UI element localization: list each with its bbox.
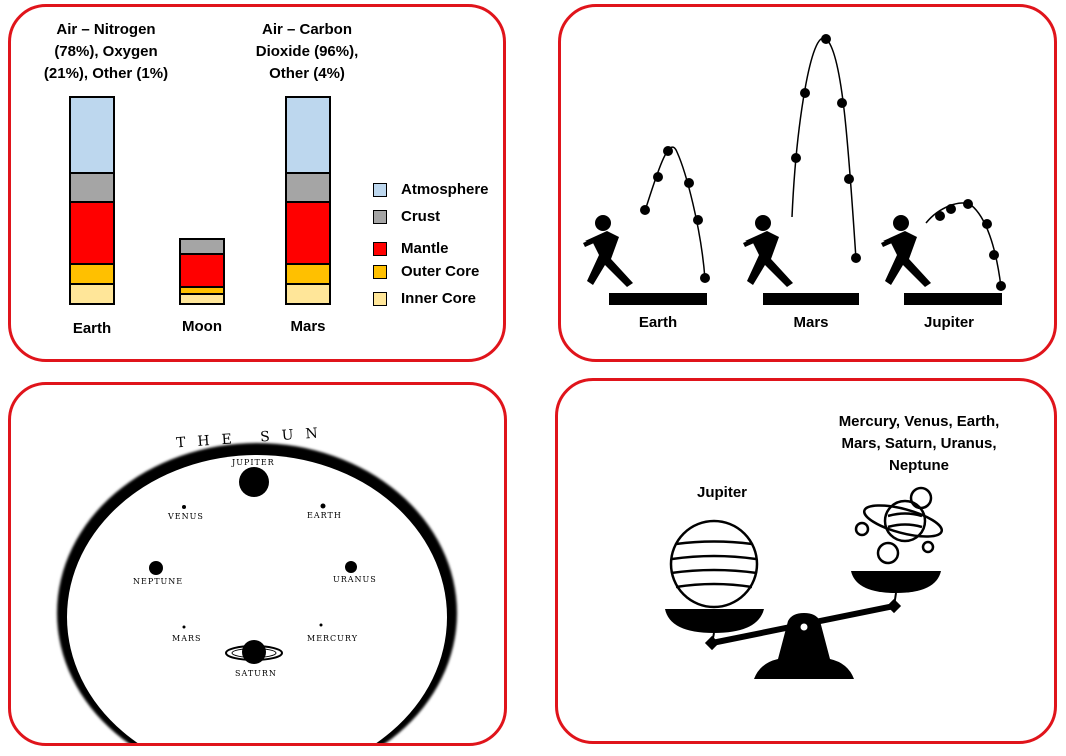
legend-label: Inner Core bbox=[401, 290, 477, 307]
thrower-icon bbox=[881, 215, 931, 287]
mars-layer-stack bbox=[285, 96, 331, 305]
legend-label: Mantle bbox=[401, 240, 449, 257]
legend-swatch bbox=[373, 182, 387, 197]
sun-planets-panel: THE SUN JUPITER VENUS EARTH NEPTUNE URAN… bbox=[8, 382, 507, 746]
mars-label: Mars bbox=[290, 318, 326, 335]
planet-label-neptune: NEPTUNE bbox=[133, 577, 184, 586]
jupiter-dot bbox=[239, 467, 269, 497]
jupiter-icon bbox=[669, 519, 759, 609]
legend-label: Outer Core bbox=[401, 263, 480, 280]
earth-air-caption: Air – Nitrogen (78%), Oxygen (21%), Othe… bbox=[43, 21, 169, 82]
saturn-icon bbox=[225, 640, 283, 664]
jupiter-label: Jupiter bbox=[696, 484, 747, 501]
planet-label-jupiter: JUPITER bbox=[232, 458, 275, 467]
mercury-dot bbox=[319, 623, 323, 627]
throw-illustration bbox=[583, 34, 1006, 305]
right-pan bbox=[851, 571, 941, 593]
trajectory-points bbox=[791, 34, 861, 263]
other-planets-label: Mercury, Venus, Earth, Mars, Saturn, Ura… bbox=[838, 413, 1000, 474]
planets-cluster-icon bbox=[854, 486, 944, 565]
neptune-dot bbox=[149, 561, 163, 575]
legend-swatch bbox=[373, 209, 387, 224]
legend-label: Atmosphere bbox=[401, 181, 489, 198]
mars-dot bbox=[182, 625, 186, 629]
moon-label: Moon bbox=[182, 318, 222, 335]
earth-outer-core-layer bbox=[69, 263, 115, 285]
legend-swatch bbox=[373, 264, 387, 279]
planet-label-saturn: SATURN bbox=[235, 669, 277, 678]
mars-mantle-layer bbox=[285, 201, 331, 265]
mars-outer-core-layer bbox=[285, 263, 331, 285]
trajectory-earth bbox=[643, 146, 706, 280]
earth-dot bbox=[320, 503, 326, 509]
balance-stand bbox=[754, 613, 854, 679]
earth-label: Earth bbox=[72, 320, 112, 337]
planet-label-uranus: URANUS bbox=[333, 575, 377, 584]
jupiter-label: Jupiter bbox=[923, 314, 974, 331]
moon-mantle-layer bbox=[179, 253, 225, 288]
earth-layer-stack bbox=[69, 96, 115, 305]
planet-label-mars: MARS bbox=[172, 634, 202, 643]
trajectory-points bbox=[640, 146, 710, 283]
earth-label: Earth bbox=[638, 314, 678, 331]
legend-swatch bbox=[373, 291, 387, 306]
sun-disc bbox=[67, 455, 447, 743]
mars-air-caption: Air – Carbon Dioxide (96%), Other (4%) bbox=[255, 21, 359, 82]
legend-swatch bbox=[373, 241, 387, 256]
earth-inner-core-layer bbox=[69, 283, 115, 305]
earth-crust-layer bbox=[69, 172, 115, 203]
ground-bar bbox=[763, 293, 859, 305]
legend-atmosphere: Atmosphere bbox=[373, 181, 489, 198]
mars-crust-layer bbox=[285, 172, 331, 203]
thrower-icon bbox=[743, 215, 793, 287]
legend-mantle: Mantle bbox=[373, 240, 449, 257]
sun-disc-illustration bbox=[57, 443, 457, 743]
sun-heading: THE SUN bbox=[176, 422, 336, 452]
gravity-throw-panel: Earth Mars Jupiter bbox=[558, 4, 1057, 362]
legend-crust: Crust bbox=[373, 208, 440, 225]
planet-label-mercury: MERCURY bbox=[307, 634, 358, 643]
mars-atmosphere-layer bbox=[285, 96, 331, 174]
moon-layer-stack bbox=[179, 238, 225, 305]
legend-label: Crust bbox=[401, 208, 441, 225]
planet-layers-panel: Air – Nitrogen (78%), Oxygen (21%), Othe… bbox=[8, 4, 506, 362]
planet-label-venus: VENUS bbox=[168, 512, 204, 521]
earth-mantle-layer bbox=[69, 201, 115, 265]
venus-dot bbox=[182, 505, 186, 509]
legend-outer-core: Outer Core bbox=[373, 263, 479, 280]
uranus-dot bbox=[345, 561, 357, 573]
mars-inner-core-layer bbox=[285, 283, 331, 305]
thrower-icon bbox=[583, 215, 633, 287]
planet-label-earth: EARTH bbox=[307, 511, 342, 520]
ground-bar bbox=[904, 293, 1002, 305]
trajectory-points bbox=[935, 199, 1006, 291]
earth-atmosphere-layer bbox=[69, 96, 115, 174]
legend-inner-core: Inner Core bbox=[373, 290, 476, 307]
left-pan bbox=[665, 609, 764, 633]
mass-balance-panel: Jupiter Mercury, Venus, Earth, Mars, Sat… bbox=[555, 378, 1057, 744]
moon-inner-core-layer bbox=[179, 293, 225, 305]
trajectory-mars bbox=[791, 37, 857, 260]
sun-heading-text: THE SUN bbox=[175, 424, 331, 452]
balance-scale-illustration bbox=[665, 486, 944, 679]
ground-bar bbox=[609, 293, 707, 305]
mars-label: Mars bbox=[793, 314, 829, 331]
